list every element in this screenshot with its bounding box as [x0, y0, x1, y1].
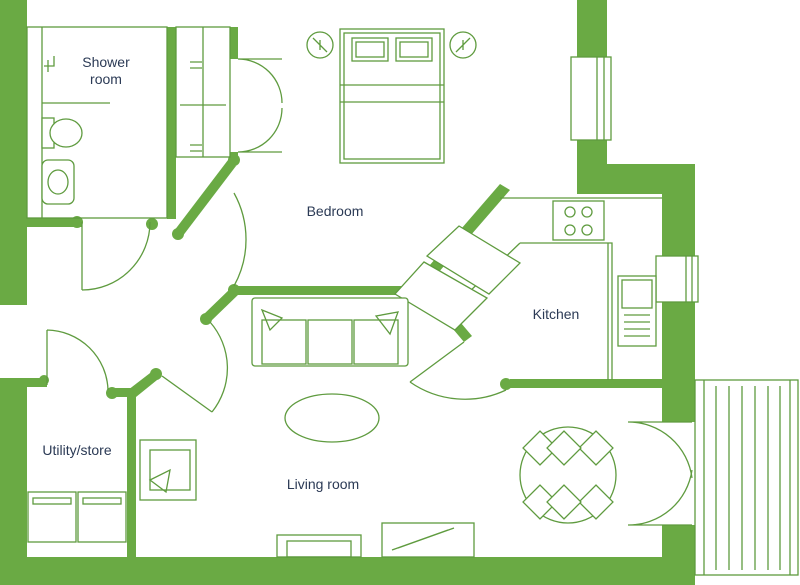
wall-shower-right: [167, 27, 176, 219]
shower-room-fixtures: [26, 26, 168, 219]
dining-set: [519, 426, 617, 524]
dryer-icon: [77, 491, 127, 543]
wall-joint-8: [71, 216, 83, 228]
door-shower: [81, 221, 151, 291]
bedroom-furniture: [306, 28, 477, 164]
door-wardrobe-1: [237, 58, 283, 104]
kitchen-counter: [439, 197, 662, 380]
wall-joint-9: [228, 154, 240, 166]
outer-walls: [0, 0, 695, 585]
wall-joint-5: [106, 387, 118, 399]
armchair-icon: [139, 439, 197, 501]
wall-bottom: [0, 557, 695, 585]
sofa-icon: [251, 297, 409, 367]
wall-joint-3: [200, 313, 212, 325]
wall-right-mid: [662, 302, 695, 422]
door-utility: [46, 329, 109, 391]
wardrobe: [175, 26, 231, 158]
basin-icon: [41, 159, 75, 205]
door-living: [161, 321, 229, 413]
coffee-table-icon: [284, 393, 380, 443]
wall-hall-diag: [202, 287, 240, 322]
dining-chairs: [522, 430, 614, 520]
hanger-icon: [190, 61, 202, 152]
pillow-left-icon: [351, 37, 389, 62]
appliance-icon: [393, 261, 489, 331]
wall-left-top: [0, 0, 27, 305]
tv-unit-icon: [276, 534, 362, 558]
wall-right: [662, 164, 695, 256]
pillow-right-icon: [395, 37, 433, 62]
utility-appliances: [27, 491, 127, 543]
sink-icon: [617, 275, 657, 347]
wall-bed-living: [230, 286, 420, 295]
wall-joint-4: [150, 368, 162, 380]
cushion-right-icon: [374, 311, 399, 336]
wall-utility-stub: [110, 388, 136, 397]
washer-icon: [27, 491, 77, 543]
kitchen-furniture: [393, 197, 662, 380]
label-utility-store: Utility/store: [42, 442, 112, 458]
hob-icon: [552, 200, 605, 241]
doors: [46, 58, 693, 526]
label-living-room: Living room: [286, 476, 360, 492]
balcony: [694, 379, 799, 576]
wall-utility-top: [27, 378, 47, 387]
shower-outline: [26, 26, 168, 219]
door-kitchen: [409, 341, 507, 400]
door-balcony-2: [627, 469, 693, 526]
door-balcony-1: [627, 421, 693, 479]
wall-kitchen-bottom: [510, 379, 662, 388]
sideboard-icon: [381, 522, 475, 558]
wall-joint-2: [228, 284, 240, 296]
fridge-icon: [425, 225, 522, 295]
door-wardrobe-2: [237, 107, 283, 153]
wall-joint-7: [146, 218, 158, 230]
door-bedroom: [233, 192, 247, 287]
windows: [570, 56, 699, 303]
wall-left-bottom: [0, 378, 27, 585]
living-furniture: [139, 297, 475, 558]
label-shower-room: Shower room: [82, 54, 130, 87]
wall-utility-right: [127, 388, 136, 558]
wall-top-right: [577, 0, 607, 57]
wall-joint-1: [172, 228, 184, 240]
wall-shower-bottom: [27, 218, 82, 227]
wall-right-low: [662, 525, 695, 585]
balcony-deck: [694, 379, 799, 576]
wall-joint-6: [500, 378, 512, 390]
cushion-left-icon: [260, 308, 284, 332]
label-bedroom: Bedroom: [306, 203, 364, 219]
shower-head-icon: [44, 56, 55, 72]
window-bedroom: [570, 56, 612, 141]
wall-bedroom-diag: [174, 160, 236, 237]
wall-wardrobe: [230, 27, 238, 59]
label-kitchen: Kitchen: [532, 306, 580, 322]
window-kitchen: [655, 255, 699, 303]
